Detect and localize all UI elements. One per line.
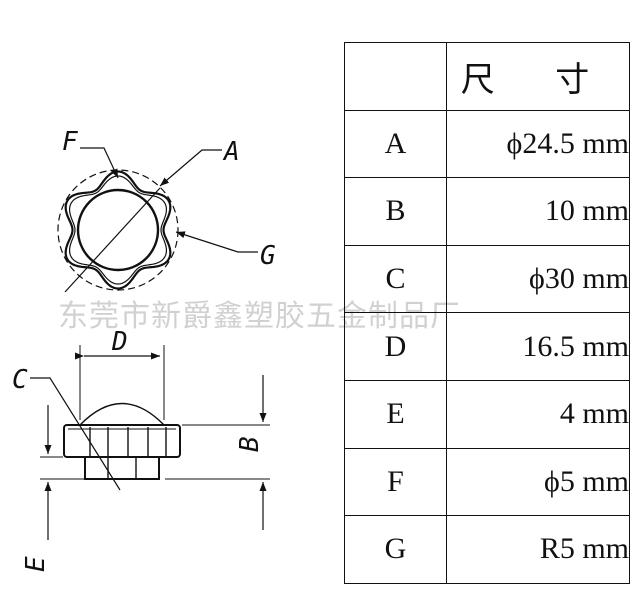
head <box>63 424 181 458</box>
row-value: 10 mm <box>446 177 630 246</box>
table-row: A ϕ24.5 mm <box>344 109 630 179</box>
leader-G <box>175 231 258 253</box>
row-value: 16.5 mm <box>446 312 630 381</box>
shank <box>84 456 160 480</box>
table-row: E 4 mm <box>344 379 630 449</box>
inner-circle <box>76 188 160 272</box>
label-E: E <box>21 556 51 572</box>
leader-A <box>159 149 222 187</box>
row-key: B <box>344 177 447 246</box>
dome <box>79 402 165 426</box>
table-row: B 10 mm <box>344 177 630 246</box>
label-B: B <box>235 436 265 452</box>
table-row: F ϕ5 mm <box>344 447 630 517</box>
label-F: F <box>62 127 79 157</box>
dimension-table: 尺 寸 A ϕ24.5 mm B 10 mm C ϕ30 mm D 16.5 m… <box>344 42 630 584</box>
label-G: G <box>260 241 276 271</box>
row-key: G <box>344 515 447 584</box>
side-view <box>30 345 270 540</box>
diameter-line <box>64 187 161 293</box>
label-C: C <box>12 365 28 395</box>
table-row: C ϕ30 mm <box>344 244 630 314</box>
knob-outline-inner <box>68 175 168 285</box>
row-value: ϕ5 mm <box>446 447 630 517</box>
table-header-row: 尺 寸 <box>344 42 630 111</box>
row-value: 4 mm <box>446 379 630 449</box>
label-A: A <box>222 137 240 167</box>
top-view <box>57 147 258 293</box>
row-key: A <box>344 109 447 179</box>
leader-C <box>30 377 121 491</box>
table-row: D 16.5 mm <box>344 312 630 381</box>
row-key: E <box>344 379 447 449</box>
table-header-value: 尺 寸 <box>446 42 630 111</box>
knob-outline <box>64 170 172 290</box>
leader-F <box>80 147 119 179</box>
table-header-key <box>344 42 447 111</box>
row-value: R5 mm <box>446 515 630 584</box>
row-key: C <box>344 244 447 314</box>
row-key: F <box>344 447 447 517</box>
row-value: ϕ24.5 mm <box>446 109 630 179</box>
label-D: D <box>111 327 128 357</box>
table-row: G R5 mm <box>344 515 630 584</box>
outer-diameter-circle <box>57 169 179 291</box>
row-value: ϕ30 mm <box>446 244 630 314</box>
row-key: D <box>344 312 447 381</box>
